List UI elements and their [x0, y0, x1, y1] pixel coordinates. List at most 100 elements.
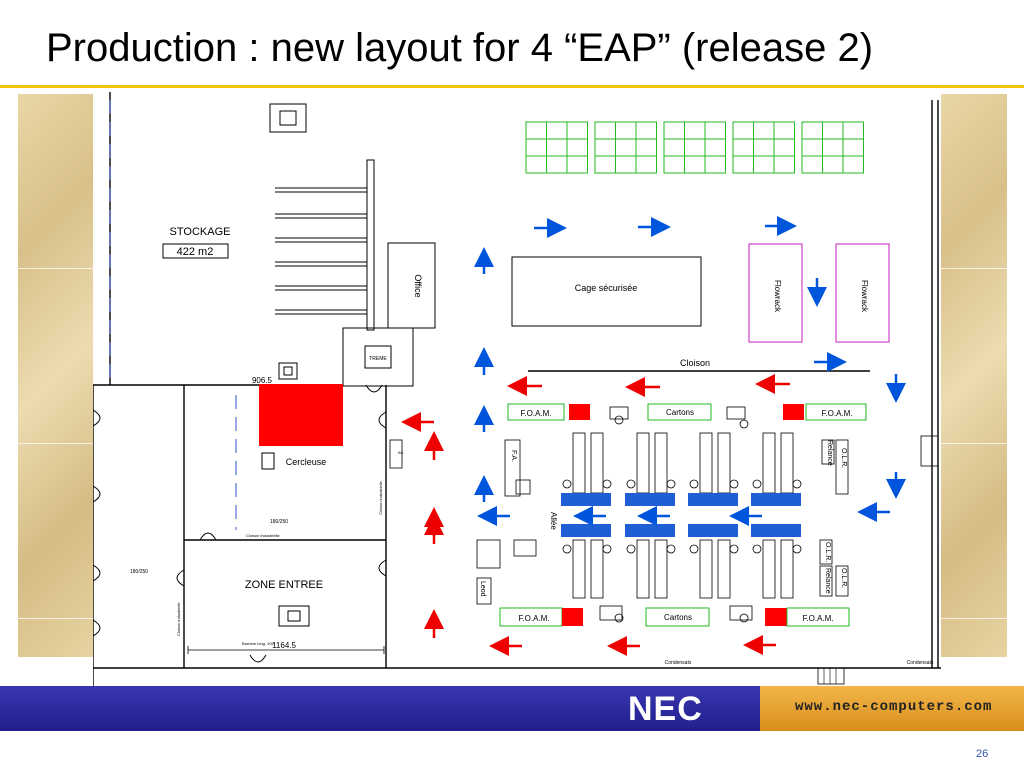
pallet-cell: [566, 155, 588, 174]
station-frame: [590, 539, 604, 599]
station-frame: [780, 432, 794, 494]
station-frame: [654, 432, 668, 494]
operator-icon: [752, 544, 762, 554]
treme-label: TREME: [369, 356, 387, 362]
leod-station: [476, 577, 492, 605]
cloison-label: Cloison: [680, 358, 710, 368]
operator-icon: [752, 479, 762, 489]
pallet-cell: [546, 121, 568, 140]
dimension-top: 906.5: [252, 376, 273, 385]
pallet-cell: [842, 155, 864, 174]
zone-entree-label: ZONE ENTREE: [245, 579, 323, 591]
dimension-bottom: 1164.5: [272, 641, 296, 650]
foam-row-top: [507, 403, 867, 421]
flowrack-label-1: Flowrack: [773, 280, 782, 313]
office-label: Office: [413, 274, 423, 297]
workstation-icons: [599, 406, 753, 623]
pallet-cell: [732, 155, 754, 174]
pallet-cell: [615, 121, 637, 140]
cloison-industrielle-label-3: Cloison industrielle: [176, 602, 181, 636]
foam-label-tr: F.O.A.M.: [821, 409, 852, 418]
pallet-cell: [594, 155, 616, 174]
blue-workbench: [751, 493, 801, 506]
pallet-cell: [753, 155, 775, 174]
pallet-cell: [801, 155, 823, 174]
building-outline: [93, 92, 941, 686]
olr-stations: [819, 439, 849, 597]
cloison-industrielle-label-2: Cloison industrielle: [246, 533, 280, 538]
stockage-label: STOCKAGE: [170, 226, 231, 238]
flow-arrows: [401, 216, 906, 656]
pallet-cell: [663, 121, 685, 140]
cartons-label-bottom: Cartons: [664, 613, 692, 622]
exit-stairs: [817, 667, 845, 685]
treme-room: [342, 327, 414, 387]
pallet-cell: [525, 155, 547, 174]
operator-icon: [689, 544, 699, 554]
pallet-cell: [773, 155, 795, 174]
footer-gold-band: [760, 686, 1024, 731]
operator-icon: [626, 479, 636, 489]
dimension-line-bottom: [187, 646, 385, 654]
pallet-cell: [615, 138, 637, 157]
relance-label-top: Relance: [826, 440, 833, 466]
station-frame: [780, 539, 794, 599]
operator-icon: [689, 479, 699, 489]
pallet-cell: [635, 121, 657, 140]
relance-label-bottom: Relance: [824, 568, 831, 594]
nec-url-link[interactable]: www.nec-computers.com: [795, 699, 993, 715]
operator-icon: [562, 479, 572, 489]
blue-workbench: [751, 524, 801, 537]
station-frame: [636, 432, 650, 494]
cartons-label-top: Cartons: [666, 408, 694, 417]
pallet-cell: [801, 121, 823, 140]
machine-units: [261, 103, 310, 627]
production-stations: [561, 432, 802, 599]
pallet-cell: [822, 155, 844, 174]
pallet-cell: [663, 155, 685, 174]
cercleuse-label: Cercleuse: [286, 457, 327, 467]
marble-divider: [18, 268, 94, 269]
operator-icon: [729, 479, 739, 489]
operator-icon: [602, 479, 612, 489]
floor-plan: STOCKAGE 422 m2 Office TREME 906.5 Cercl…: [93, 92, 941, 686]
pallet-cell: [684, 155, 706, 174]
title-underline: [0, 85, 1024, 88]
pallet-cell: [732, 121, 754, 140]
operator-icon: [562, 544, 572, 554]
operator-icon: [729, 544, 739, 554]
blue-workbench: [688, 524, 738, 537]
blue-workbench: [561, 493, 611, 506]
desk-2: [513, 539, 537, 557]
operator-icon: [602, 544, 612, 554]
station-frame: [762, 539, 776, 599]
pallet-cell: [615, 155, 637, 174]
pallet-cell: [594, 121, 616, 140]
red-storage-block: [259, 384, 343, 446]
operator-icon: [792, 544, 802, 554]
operator-icon: [792, 479, 802, 489]
marble-divider: [940, 443, 1007, 444]
station-frame: [699, 539, 713, 599]
pallet-cell: [546, 138, 568, 157]
pallet-cell: [822, 138, 844, 157]
blue-workbench: [625, 493, 675, 506]
pallet-cell: [822, 121, 844, 140]
marble-divider: [940, 618, 1007, 619]
pallet-cell: [635, 138, 657, 157]
condensats-label-2: Condensats: [907, 660, 934, 666]
marble-divider: [18, 443, 94, 444]
desk-1: [476, 539, 501, 569]
pallet-cell: [842, 121, 864, 140]
station-frame: [717, 539, 731, 599]
pallet-cell: [704, 155, 726, 174]
ac-label: AC: [398, 450, 404, 455]
pallet-cell: [546, 155, 568, 174]
office-room: [387, 242, 436, 329]
cage-securisee: [511, 256, 702, 327]
station-frame: [699, 432, 713, 494]
pallet-cell: [566, 138, 588, 157]
flowrack-1: [748, 243, 803, 343]
olr-label-bottom: O.L.R.: [824, 542, 831, 562]
barriere-label: Barrière long. 100: [242, 641, 275, 646]
